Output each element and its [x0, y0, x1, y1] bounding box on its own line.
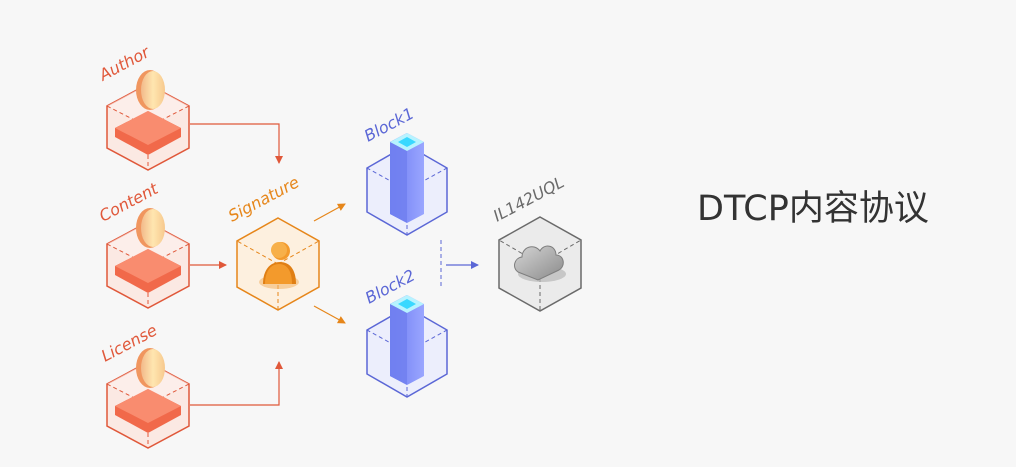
- person-signature-cube-icon: [236, 217, 320, 311]
- author-node: [106, 70, 190, 171]
- cloud-cube-icon: [498, 216, 582, 312]
- block1-node: [366, 133, 448, 236]
- license-coin-cube-icon: [106, 348, 190, 449]
- signature-node: [236, 217, 320, 311]
- license-to-signature-connector: [190, 361, 283, 406]
- connectors: [190, 123, 479, 406]
- license-node: [106, 348, 190, 449]
- page-title: DTCP内容协议: [697, 189, 929, 229]
- block2-node: [366, 295, 448, 398]
- cloud-label: IL142UQL: [490, 172, 567, 225]
- signature-to-block1-connector: [313, 203, 346, 222]
- signature-label: Signature: [225, 172, 303, 225]
- signature-to-block2-connector: [313, 305, 346, 324]
- content-node: [106, 208, 190, 309]
- cloud-node: [498, 216, 582, 312]
- block-column-cube-icon: [366, 295, 448, 398]
- user-coin-cube-icon: [106, 70, 190, 171]
- author-to-signature-connector: [190, 123, 283, 164]
- content-coin-cube-icon: [106, 208, 190, 309]
- block-column-cube-icon: [366, 133, 448, 236]
